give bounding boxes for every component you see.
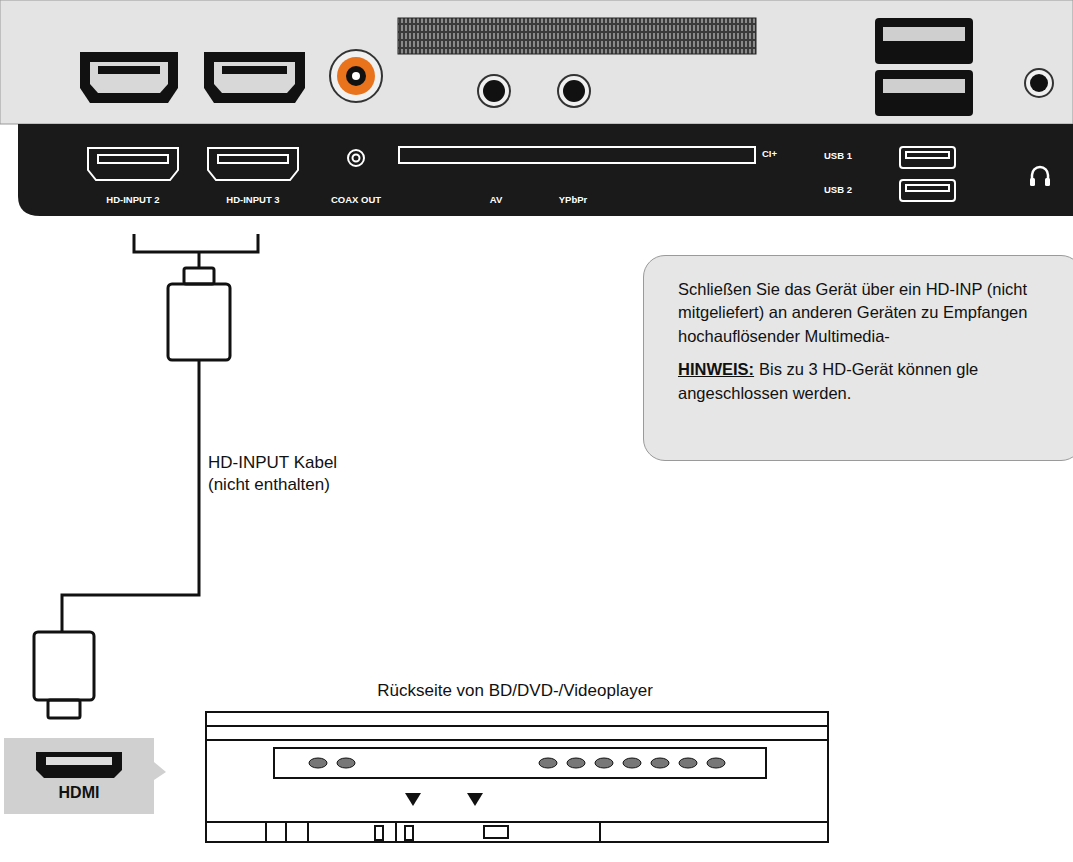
port-label: COAX OUT bbox=[331, 194, 381, 206]
connector-name: HDMI bbox=[4, 784, 154, 802]
panel bbox=[0, 0, 1073, 124]
port-label: USB 1 bbox=[824, 150, 852, 162]
caption-label: HD-INPUT Kabel (nicht enthalten) bbox=[208, 452, 348, 496]
marker bbox=[405, 793, 483, 806]
rca-jack bbox=[330, 50, 382, 102]
port-label: HD-INPUT 2 bbox=[106, 194, 159, 206]
port-label: CI+ bbox=[762, 148, 777, 160]
note-box: Schließen Sie das Gerät über ein HD-INP … bbox=[643, 255, 1073, 461]
headphone-jack bbox=[1025, 69, 1053, 97]
card-slot bbox=[398, 18, 756, 54]
usb-port bbox=[875, 18, 973, 116]
caption-label: Rückseite von BD/DVD-/Videoplayer bbox=[377, 680, 653, 702]
label-band bbox=[18, 124, 1073, 216]
headphone-icon bbox=[1030, 167, 1050, 186]
note-paragraph: HINWEIS:Bis zu 3 HD-Gerät können gle ang… bbox=[678, 358, 1048, 405]
player-button bbox=[309, 758, 725, 768]
note-text: Schließen Sie das Gerät über ein HD-INP … bbox=[678, 278, 1048, 348]
av-jack bbox=[478, 75, 590, 107]
hdmi-port bbox=[80, 52, 305, 103]
hdmi-label-box: HDMI bbox=[4, 738, 154, 814]
port-label: USB 2 bbox=[824, 184, 852, 196]
port-label: HD-INPUT 3 bbox=[226, 194, 279, 206]
hdmi-icon bbox=[4, 738, 166, 814]
note-heading: HINWEIS: bbox=[678, 360, 754, 378]
port-label: AV bbox=[490, 194, 503, 206]
port-label: YPbPr bbox=[559, 194, 588, 206]
port-outline bbox=[88, 147, 955, 201]
player bbox=[206, 712, 828, 842]
